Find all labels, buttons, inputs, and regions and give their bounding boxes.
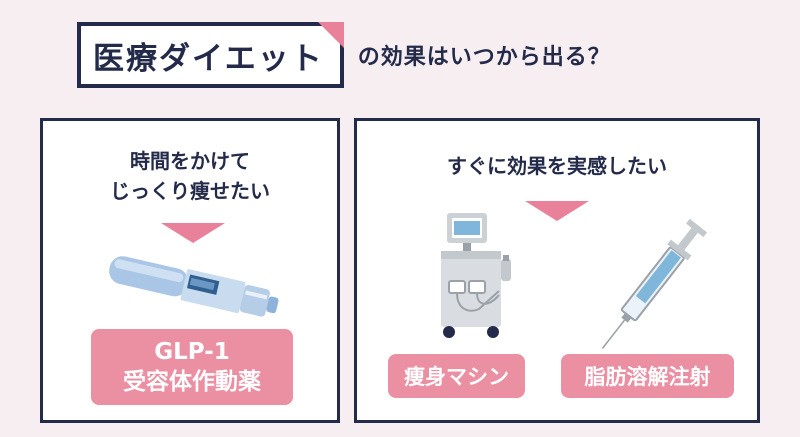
glp1-label: GLP-1 受容体作動薬 [91,329,293,405]
slimming-machine-label: 痩身マシン [388,354,525,398]
panel-fast-heading: すぐに効果を実感したい [447,154,667,178]
slimming-machine-icon [441,213,511,338]
panel-slow-heading: 時間をかけて じっくり痩せたい [43,146,337,206]
injection-pen-icon [109,256,279,317]
title-boxed-text: 医療ダイエット [93,40,324,77]
down-arrow-icon [525,201,589,221]
corner-accent [317,22,344,48]
panel-slow-heading-line2: じっくり痩せたい [110,179,270,203]
title-area: 医療ダイエット の効果はいつから出る？ [77,18,611,92]
syringe-icon [601,218,708,349]
panel-slow: 時間をかけて じっくり痩せたい GLP-1 受容体作動薬 [40,118,340,423]
glp1-label-line1: GLP-1 [154,339,230,365]
down-arrow-icon [161,223,225,243]
panel-slow-heading-line1: 時間をかけて [130,149,250,173]
fat-dissolving-injection-label: 脂肪溶解注射 [561,354,734,398]
panel-fast: すぐに効果を実感したい 痩身マシン 脂肪溶解注射 [354,118,760,423]
glp1-label-line2: 受容体作動薬 [123,369,261,395]
title-suffix: の効果はいつから出る？ [357,45,611,70]
title-box: 医療ダイエット [77,22,344,88]
